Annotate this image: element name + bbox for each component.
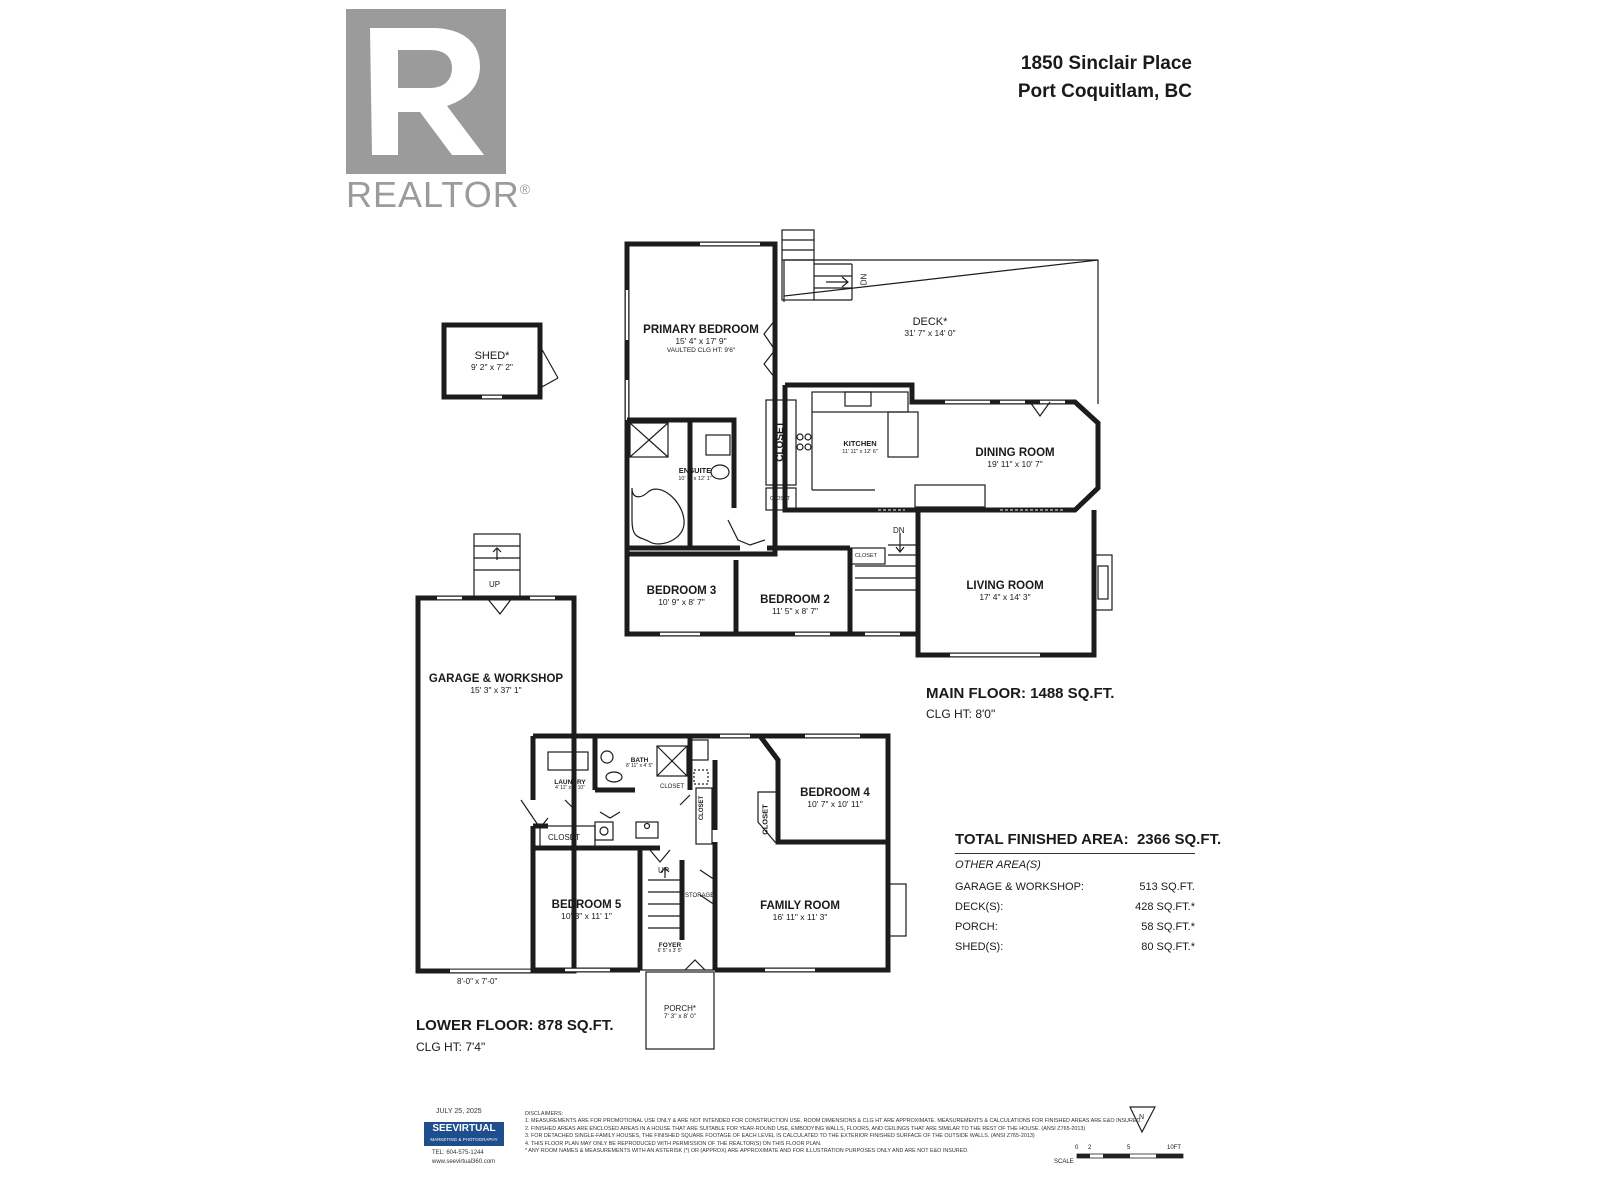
primary-bedroom-walls xyxy=(624,241,778,557)
garage-walls xyxy=(415,595,577,974)
realtor-logo xyxy=(346,9,506,174)
lower-floor-ceiling: CLG HT: 7'4" xyxy=(416,1040,486,1054)
kitchen-dining-walls xyxy=(782,382,1101,513)
lower-house-walls xyxy=(533,733,891,973)
address-line-2: Port Coquitlam, BC xyxy=(1017,81,1192,102)
lower-stairs xyxy=(648,849,716,940)
seevirtual-logo: SEEVIRTUAL MARKETING & PHOTOGRAPHY xyxy=(424,1122,504,1146)
other-areas-heading: OTHER AREA(S) xyxy=(955,859,1041,871)
summary-row: GARAGE & WORKSHOP:513 SQ.FT. xyxy=(955,881,1195,893)
website: www.seevirtual360.com xyxy=(432,1159,496,1165)
north-arrow-icon xyxy=(1129,1106,1156,1134)
phone: TEL: 604-575-1244 xyxy=(432,1150,484,1156)
main-stairs xyxy=(849,533,918,591)
disclaimers: DISCLAIMERS: 1. MEASUREMENTS ARE FOR PRO… xyxy=(525,1111,1142,1155)
realtor-wordmark: REALTOR® xyxy=(346,174,532,215)
total-finished-area: TOTAL FINISHED AREA: 2366 SQ.FT. xyxy=(955,831,1221,854)
summary-row: PORCH:58 SQ.FT.* xyxy=(955,921,1195,933)
main-floor-title: MAIN FLOOR: 1488 SQ.FT. xyxy=(926,685,1115,702)
scale-bar xyxy=(1076,1153,1184,1159)
address-line-1: 1850 Sinclair Place xyxy=(1020,53,1192,74)
shed xyxy=(441,322,559,400)
summary-row: DECK(S):428 SQ.FT.* xyxy=(955,901,1195,913)
deck-outline xyxy=(783,259,1099,404)
lower-floor xyxy=(415,533,907,1050)
main-floor xyxy=(624,229,1113,658)
address: 1850 Sinclair Place Port Coquitlam, BC xyxy=(1018,50,1192,106)
main-floor-ceiling: CLG HT: 8'0" xyxy=(926,707,996,721)
area-summary: TOTAL FINISHED AREA: 2366 SQ.FT. OTHER A… xyxy=(955,831,1221,957)
lower-floor-title: LOWER FLOOR: 878 SQ.FT. xyxy=(416,1017,614,1034)
date-stamp: JULY 25, 2025 xyxy=(436,1108,482,1115)
summary-row: SHED(S):80 SQ.FT.* xyxy=(955,941,1195,953)
deck-stairs xyxy=(781,229,853,301)
